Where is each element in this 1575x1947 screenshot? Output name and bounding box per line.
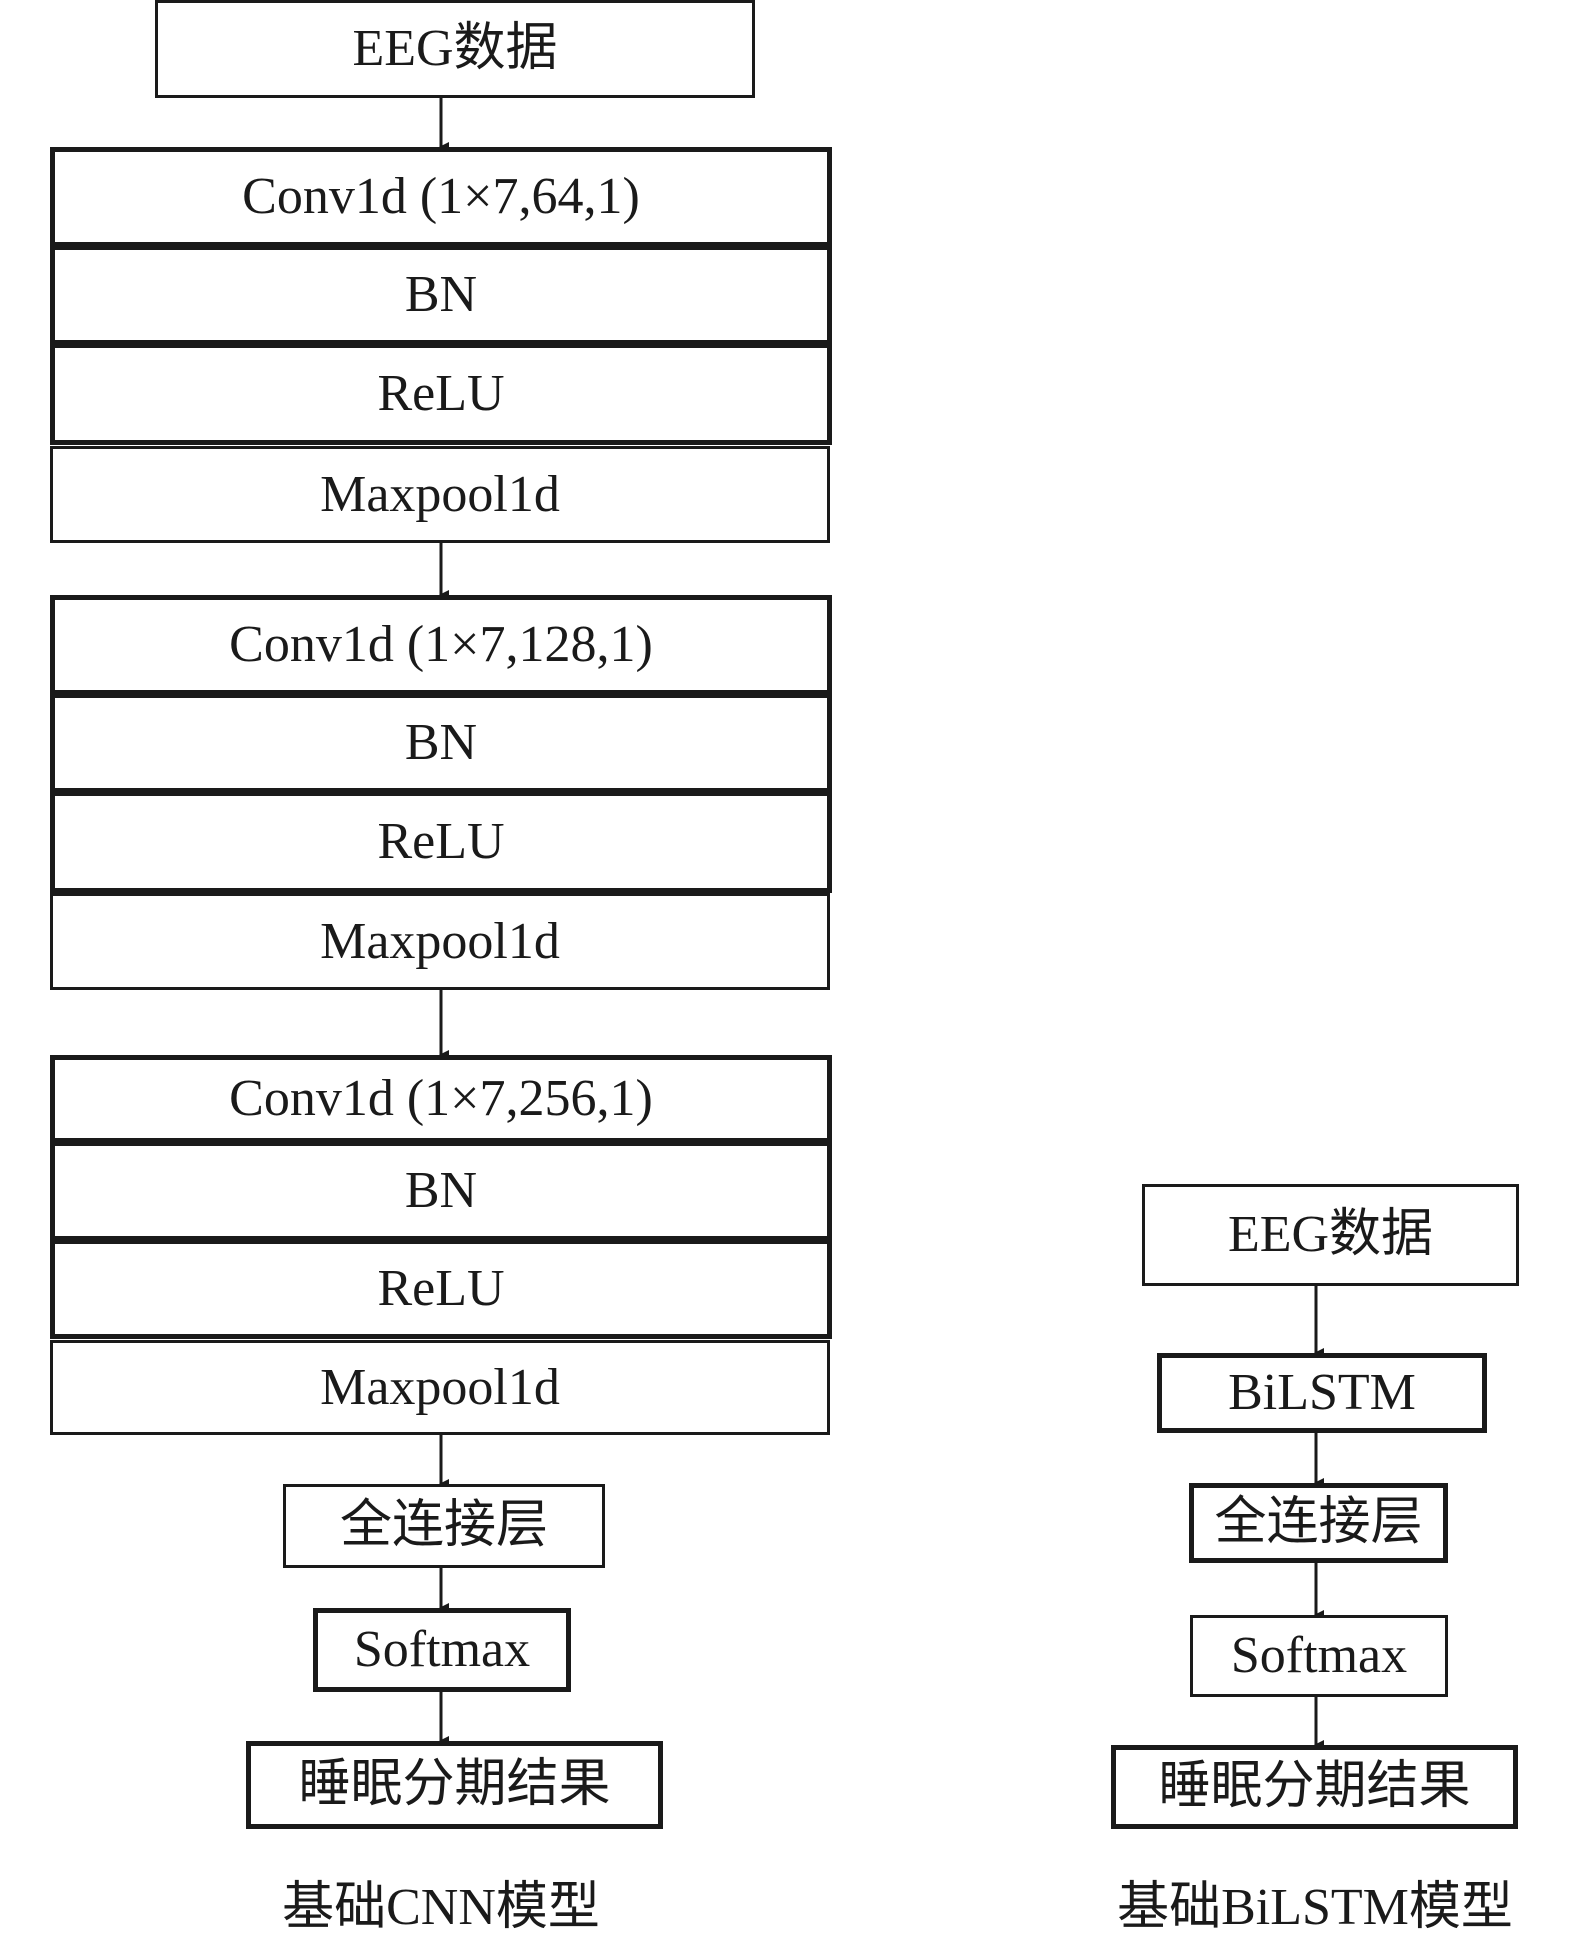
cnn-block3-conv: Conv1d (1×7,256,1) (50, 1055, 832, 1143)
bilstm-input-box: EEG数据 (1142, 1184, 1519, 1286)
cnn-softmax-box: Softmax (313, 1608, 571, 1692)
cnn-block1-pool: Maxpool1d (50, 446, 830, 543)
cnn-block1-bn: BN (50, 245, 832, 345)
cnn-block2-bn: BN (50, 693, 832, 793)
cnn-block1-relu: ReLU (50, 343, 832, 445)
cnn-block2-pool: Maxpool1d (50, 893, 830, 990)
cnn-block1-conv: Conv1d (1×7,64,1) (50, 147, 832, 247)
cnn-block3-pool: Maxpool1d (50, 1340, 830, 1435)
cnn-block3-bn: BN (50, 1141, 832, 1241)
bilstm-fc-box: 全连接层 (1189, 1483, 1448, 1563)
cnn-block2-relu: ReLU (50, 791, 832, 893)
cnn-fc-box: 全连接层 (283, 1484, 605, 1568)
bilstm-softmax-box: Softmax (1190, 1615, 1448, 1697)
cnn-input-box: EEG数据 (155, 0, 755, 98)
cnn-block3-relu: ReLU (50, 1239, 832, 1339)
cnn-block2-conv: Conv1d (1×7,128,1) (50, 595, 832, 695)
bilstm-output-box: 睡眠分期结果 (1111, 1745, 1518, 1829)
cnn-output-box: 睡眠分期结果 (246, 1741, 663, 1829)
bilstm-layer-box: BiLSTM (1157, 1353, 1487, 1433)
bilstm-caption: 基础BiLSTM模型 (1117, 1879, 1513, 1936)
cnn-caption: 基础CNN模型 (282, 1879, 600, 1936)
